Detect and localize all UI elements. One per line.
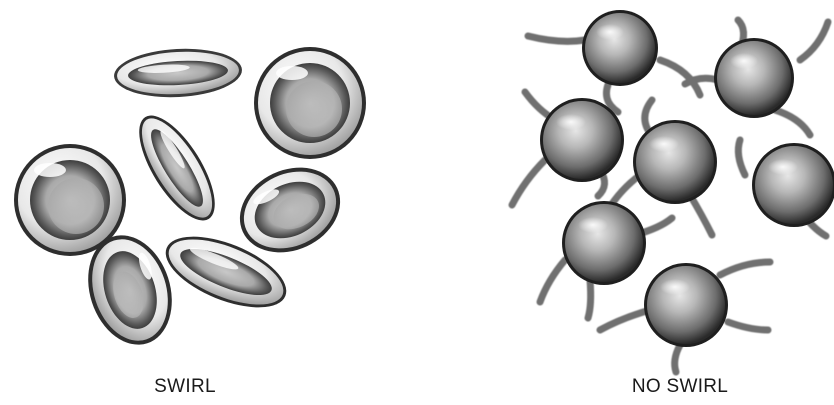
no-swirl-caption: NO SWIRL (590, 376, 770, 398)
discoid-platelet (254, 47, 366, 159)
swirl-caption: SWIRL (105, 376, 265, 398)
activated-platelet (714, 38, 794, 118)
activated-platelet (562, 201, 646, 285)
discoid-platelet (125, 104, 229, 231)
discoid-platelet (113, 46, 243, 101)
activated-platelet (752, 143, 834, 227)
activated-platelet (540, 98, 624, 182)
activated-platelet (633, 120, 717, 204)
activated-platelet (582, 10, 658, 86)
swirl-platelet-group (14, 46, 366, 356)
activated-platelet (644, 263, 728, 347)
no-swirl-platelet-group (512, 10, 834, 372)
